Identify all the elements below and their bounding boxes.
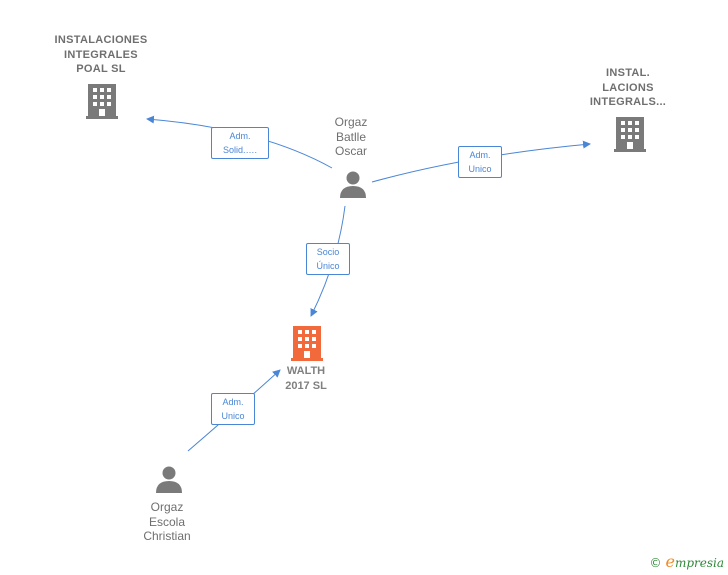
company-label-instalaciones-poal[interactable]: INSTALACIONES INTEGRALES POAL SL [54, 34, 148, 75]
person-icon[interactable] [156, 466, 182, 494]
edge-role-line: Socio [316, 247, 340, 257]
edge-role-line: Unico [221, 411, 245, 421]
person-label-orgaz-christian[interactable]: Orgaz Escola Christian [143, 500, 191, 543]
company-label-instal-lacions[interactable]: INSTAL. LACIONS INTEGRALS... [589, 67, 667, 108]
edge-label-adm-unico-lacions[interactable]: Adm. Unico [458, 146, 502, 178]
person-label-orgaz-oscar[interactable]: Orgaz Batlle Oscar [334, 115, 368, 158]
edge-role-line: Solid.…. [222, 145, 257, 155]
company-label-walth[interactable]: WALTH 2017 SL [285, 365, 327, 392]
brand-initial: e [665, 552, 675, 571]
edge-role-line: Adm. [469, 150, 491, 160]
building-icon[interactable] [291, 326, 323, 361]
edge-role-line: Unico [468, 164, 492, 174]
building-icon[interactable] [614, 117, 646, 152]
person-icon[interactable] [340, 171, 366, 199]
edge-role-line: Adm. [229, 131, 251, 141]
edge-label-socio-unico[interactable]: Socio Único [306, 243, 350, 275]
brand-name: mpresia [674, 556, 724, 570]
edge-label-adm-solid[interactable]: Adm. Solid.…. [211, 127, 269, 159]
empresia-logo: ©empresia [649, 552, 724, 571]
edge-label-adm-unico-walth[interactable]: Adm. Unico [211, 393, 255, 425]
edge-role-line: Único [316, 261, 340, 271]
edge-role-line: Adm. [222, 397, 244, 407]
copyright-icon: © [649, 556, 662, 570]
building-icon[interactable] [86, 84, 118, 119]
